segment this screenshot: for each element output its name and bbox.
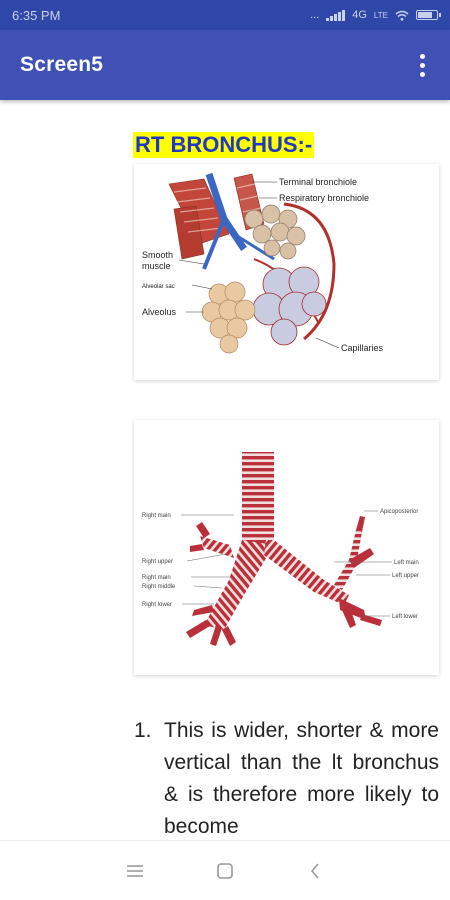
label-left-upper: Left upper xyxy=(392,573,419,579)
label-right-upper: Right upper xyxy=(142,559,173,565)
label-right-main-top: Right main xyxy=(142,513,171,519)
label-left-lower: Left lower xyxy=(392,614,418,620)
square-home-icon[interactable] xyxy=(205,851,245,891)
alveoli-diagram-image: Terminal bronchiole Respiratory bronchio… xyxy=(134,164,439,380)
list-number: 1. xyxy=(134,719,152,742)
status-dots: ... xyxy=(310,9,320,21)
list-paragraph: This is wider, shorter & more vertical t… xyxy=(164,719,439,838)
lte-badge: LTE xyxy=(373,10,388,20)
label-alveolus: Alveolus xyxy=(142,307,177,317)
label-right-main: Right main xyxy=(142,575,171,581)
label-terminal-bronchiole: Terminal bronchiole xyxy=(279,177,357,187)
menu-lines-icon[interactable] xyxy=(115,851,155,891)
system-nav-bar xyxy=(0,840,450,900)
app-bar-title: Screen5 xyxy=(20,53,104,76)
label-capillaries: Capillaries xyxy=(341,343,384,353)
label-smooth: Smooth xyxy=(142,250,173,260)
label-apicoposterior: Apicoposterior xyxy=(380,509,418,515)
status-bar: 6:35 PM ... 4G LTE xyxy=(0,0,450,30)
wifi-icon xyxy=(395,10,409,21)
network-type: 4G xyxy=(352,9,367,21)
label-respiratory-bronchiole: Respiratory bronchiole xyxy=(279,193,369,203)
numbered-list-item: 1. This is wider, shorter & more vertica… xyxy=(134,715,439,840)
overflow-menu-icon[interactable] xyxy=(410,45,434,85)
signal-icon xyxy=(326,9,346,21)
status-time: 6:35 PM xyxy=(12,7,61,23)
app-bar: Screen5 xyxy=(0,30,450,100)
label-left-main: Left main xyxy=(394,560,419,566)
label-right-middle: Right middle xyxy=(142,584,176,590)
label-right-lower: Right lower xyxy=(142,602,172,608)
section-heading: RT BRONCHUS:- xyxy=(133,132,315,158)
battery-icon xyxy=(416,10,441,20)
content-scroll-area[interactable]: RT BRONCHUS:- xyxy=(0,100,450,840)
label-alveolar-sac: Alveolar sac xyxy=(142,284,175,290)
back-chevron-icon[interactable] xyxy=(295,851,335,891)
status-icons: ... 4G LTE xyxy=(310,9,441,21)
label-muscle: muscle xyxy=(142,261,171,271)
bronchial-tree-image: Right main Right upper Right main Right … xyxy=(134,420,439,675)
